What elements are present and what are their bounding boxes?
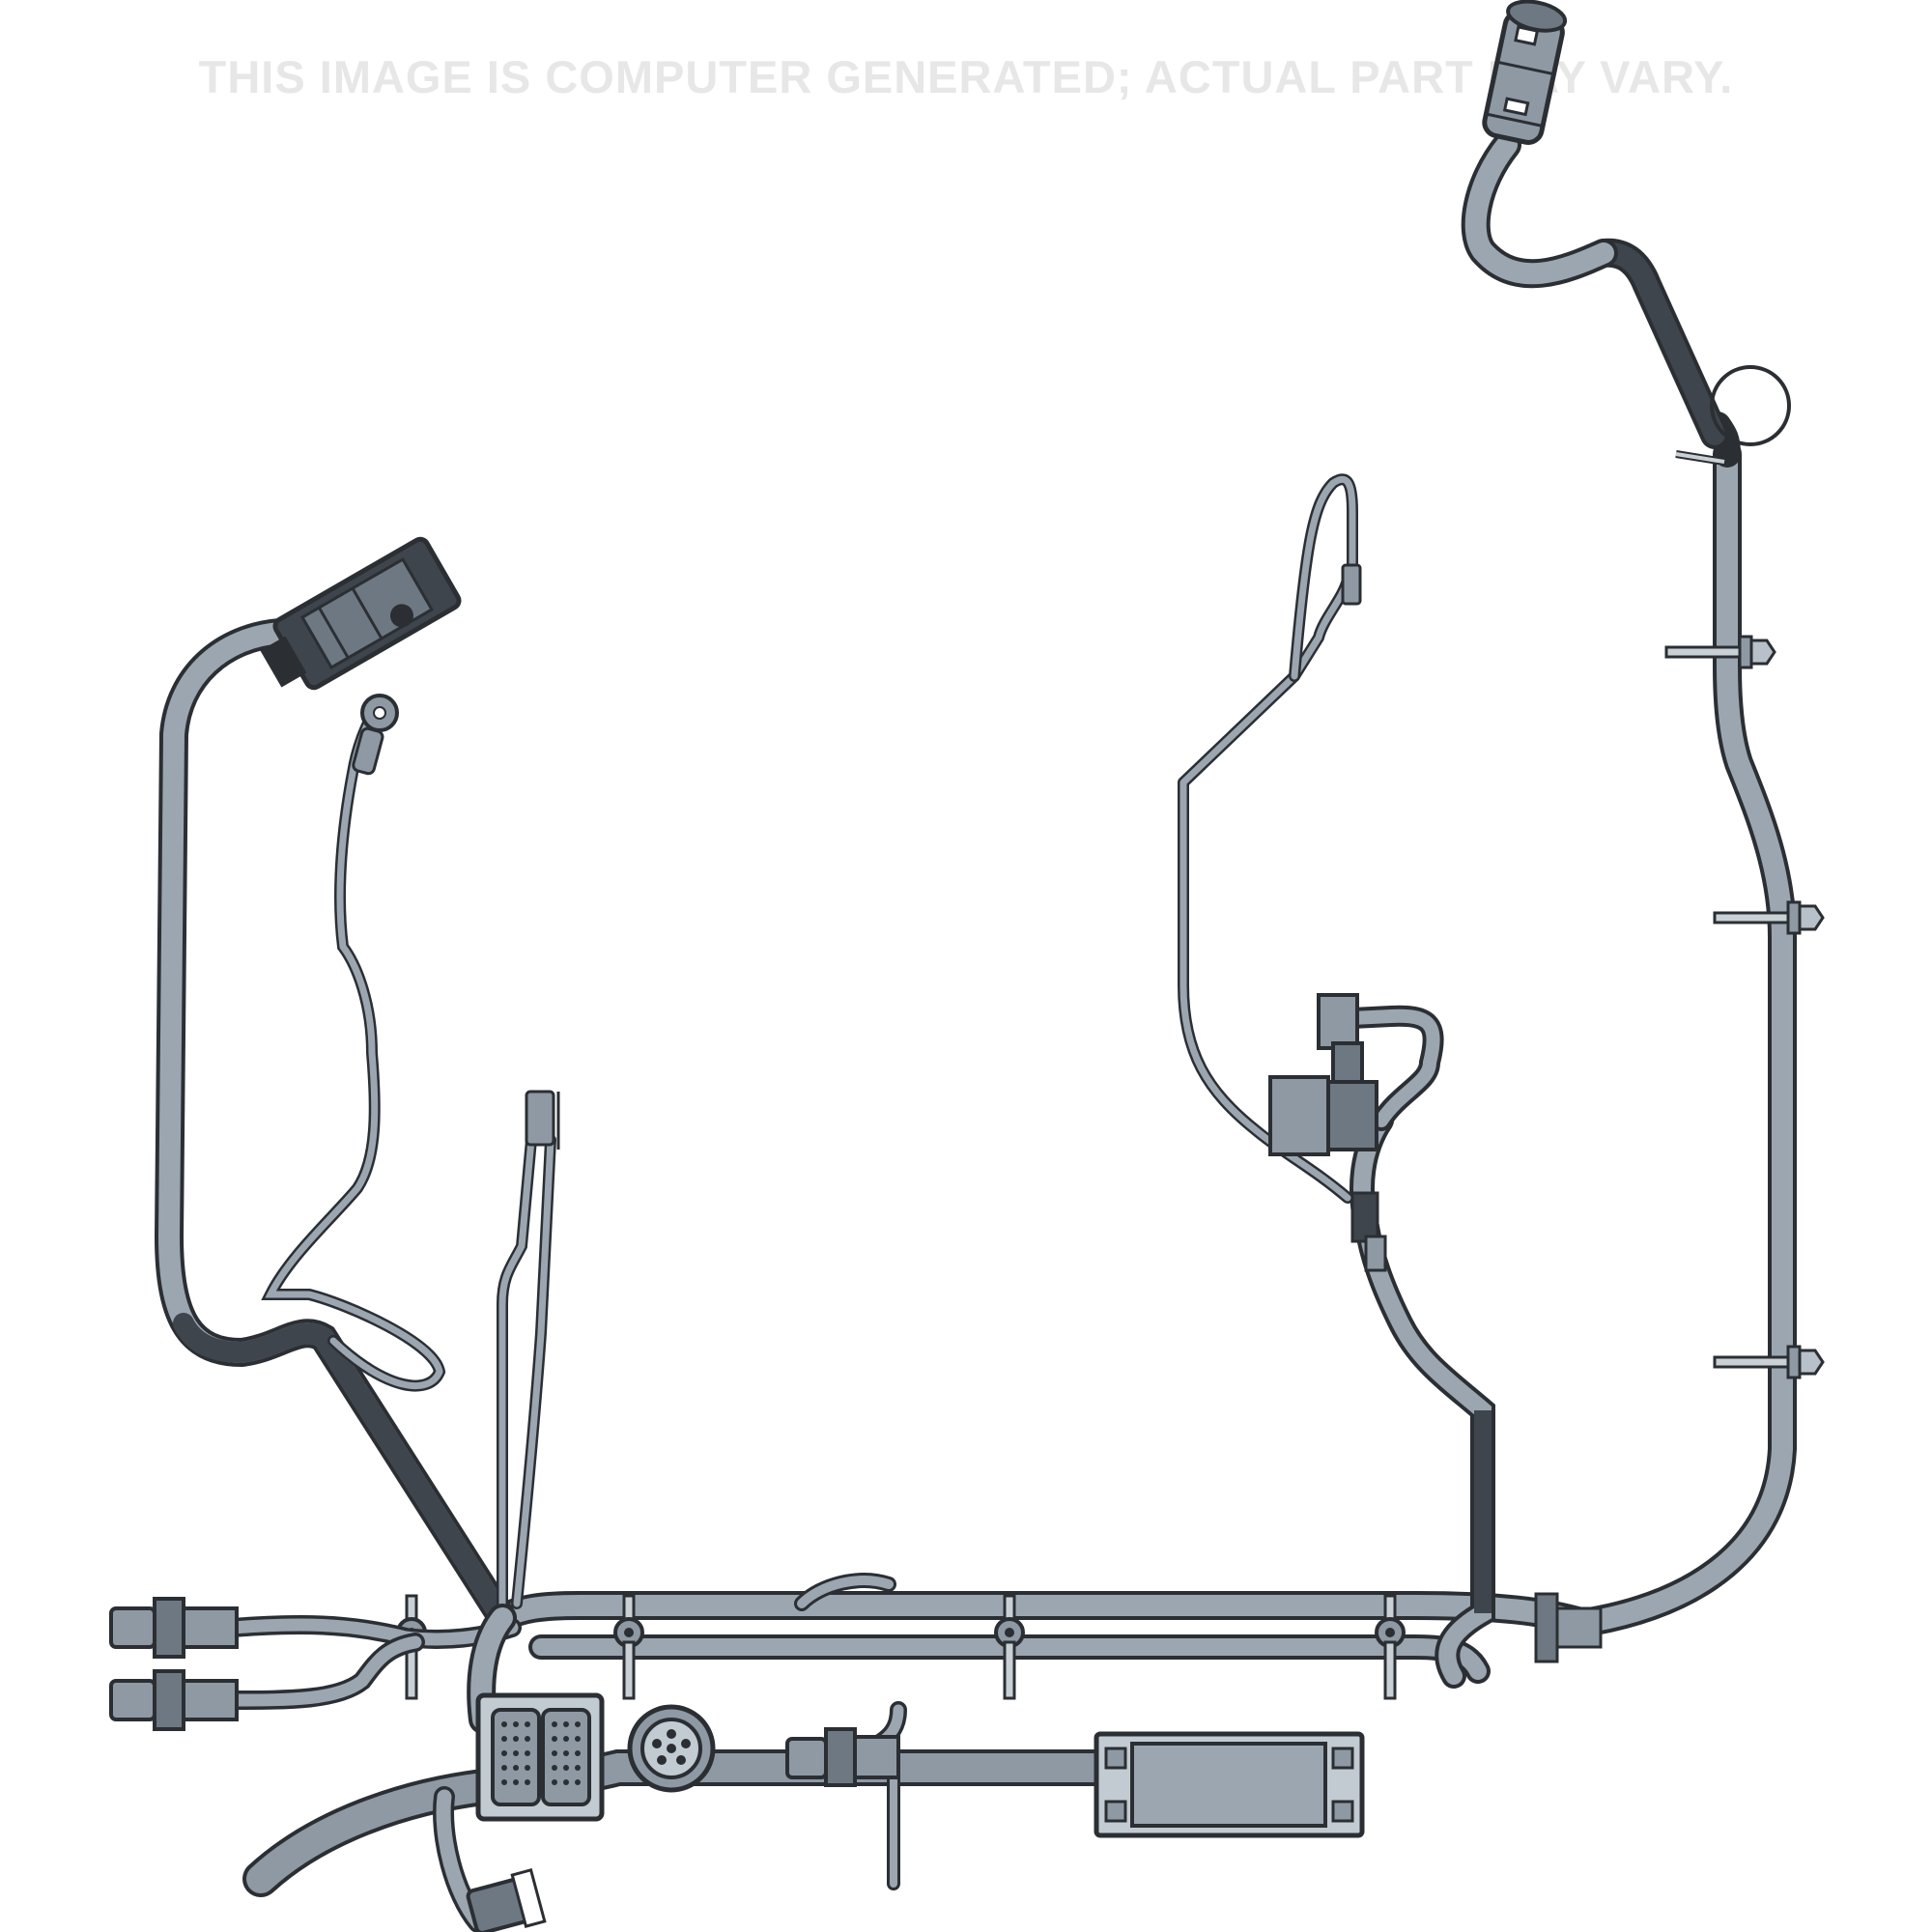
multi-pin-bulkhead-connector-icon	[475, 1692, 605, 1822]
left-sleeve-cable	[154, 618, 517, 1633]
main-trunk-cable	[488, 1573, 1599, 1684]
top-left-connector	[260, 536, 462, 691]
fuse-relay-box-icon	[1094, 1731, 1365, 1838]
sensor-connector-cluster	[1268, 993, 1387, 1272]
left-pigtail-connectors	[109, 1597, 522, 1731]
disclaimer-watermark: THIS IMAGE IS COMPUTER GENERATED; ACTUAL…	[198, 51, 1734, 102]
round-connector-icon	[627, 1704, 716, 1793]
right-vertical-cable	[1461, 130, 1797, 1637]
trunk-end-connector	[1534, 1592, 1603, 1663]
cable-tie-icon	[1675, 365, 1791, 466]
bottom-small-connector	[466, 1868, 547, 1932]
left-thin-double-wire	[497, 1090, 560, 1619]
ring-terminal-icon	[352, 694, 399, 776]
top-round-connector	[1482, 0, 1568, 145]
right-angle-connector	[785, 1727, 900, 1787]
